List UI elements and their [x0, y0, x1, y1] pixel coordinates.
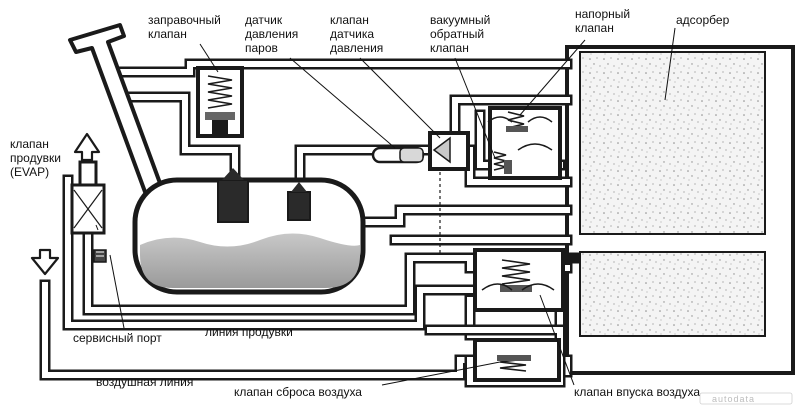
svg-text:клапан: клапан	[148, 27, 187, 41]
air-intake-valve	[473, 248, 565, 312]
air-relief-valve	[473, 338, 561, 382]
pipe-network	[39, 58, 581, 388]
pressure-sensor-valve	[428, 131, 470, 171]
pressure-valve	[487, 111, 553, 132]
vacuum-check-valve	[488, 106, 562, 180]
flow-arrow-down	[30, 248, 60, 276]
svg-text:давления: давления	[330, 41, 383, 55]
svg-text:заправочный: заправочный	[148, 13, 221, 27]
watermark: autodata	[699, 392, 793, 405]
fuel-tank	[132, 177, 366, 295]
svg-text:(EVAP): (EVAP)	[10, 165, 49, 179]
label-air-line: воздушная линия	[96, 375, 193, 389]
svg-text:напорный: напорный	[575, 7, 630, 21]
svg-text:обратный: обратный	[430, 27, 484, 41]
label-service-port: сервисный порт	[73, 331, 162, 345]
svg-text:датчик: датчик	[245, 13, 283, 27]
label-pressure-valve: напорный клапан	[575, 7, 630, 35]
svg-text:вакуумный: вакуумный	[430, 13, 490, 27]
svg-text:давления: давления	[245, 27, 298, 41]
flow-arrow-up	[73, 132, 101, 162]
leader-lines	[95, 27, 676, 386]
svg-text:клапан: клапан	[575, 21, 614, 35]
service-port	[93, 249, 107, 263]
label-adsorber: адсорбер	[676, 13, 730, 27]
svg-text:autodata: autodata	[712, 394, 755, 404]
svg-text:паров: паров	[245, 41, 278, 55]
adsorber-canister	[565, 45, 795, 375]
vapor-pressure-sensor	[371, 146, 425, 164]
svg-text:клапан: клапан	[10, 137, 49, 151]
label-pressure-sensor-valve: клапан датчика давления	[330, 13, 383, 55]
svg-text:датчика: датчика	[330, 27, 374, 41]
fuel-level	[140, 233, 360, 288]
label-air-relief-valve: клапан сброса воздуха	[234, 385, 362, 399]
evap-purge-valve	[70, 160, 106, 235]
label-air-intake-valve: клапан впуска воздуха	[574, 385, 700, 399]
tank-vent-valves	[217, 168, 311, 223]
label-purge-valve: клапан продувки (EVAP)	[10, 137, 61, 179]
label-vapor-pressure-sensor: датчик давления паров	[245, 13, 298, 55]
svg-text:клапан: клапан	[330, 13, 369, 27]
label-fill-valve: заправочный клапан	[148, 13, 221, 41]
label-purge-line: линия продувки	[205, 325, 293, 339]
svg-text:продувки: продувки	[10, 151, 61, 165]
svg-text:клапан: клапан	[430, 41, 469, 55]
fill-valve	[196, 66, 244, 138]
label-vacuum-check-valve: вакуумный обратный клапан	[430, 13, 490, 55]
